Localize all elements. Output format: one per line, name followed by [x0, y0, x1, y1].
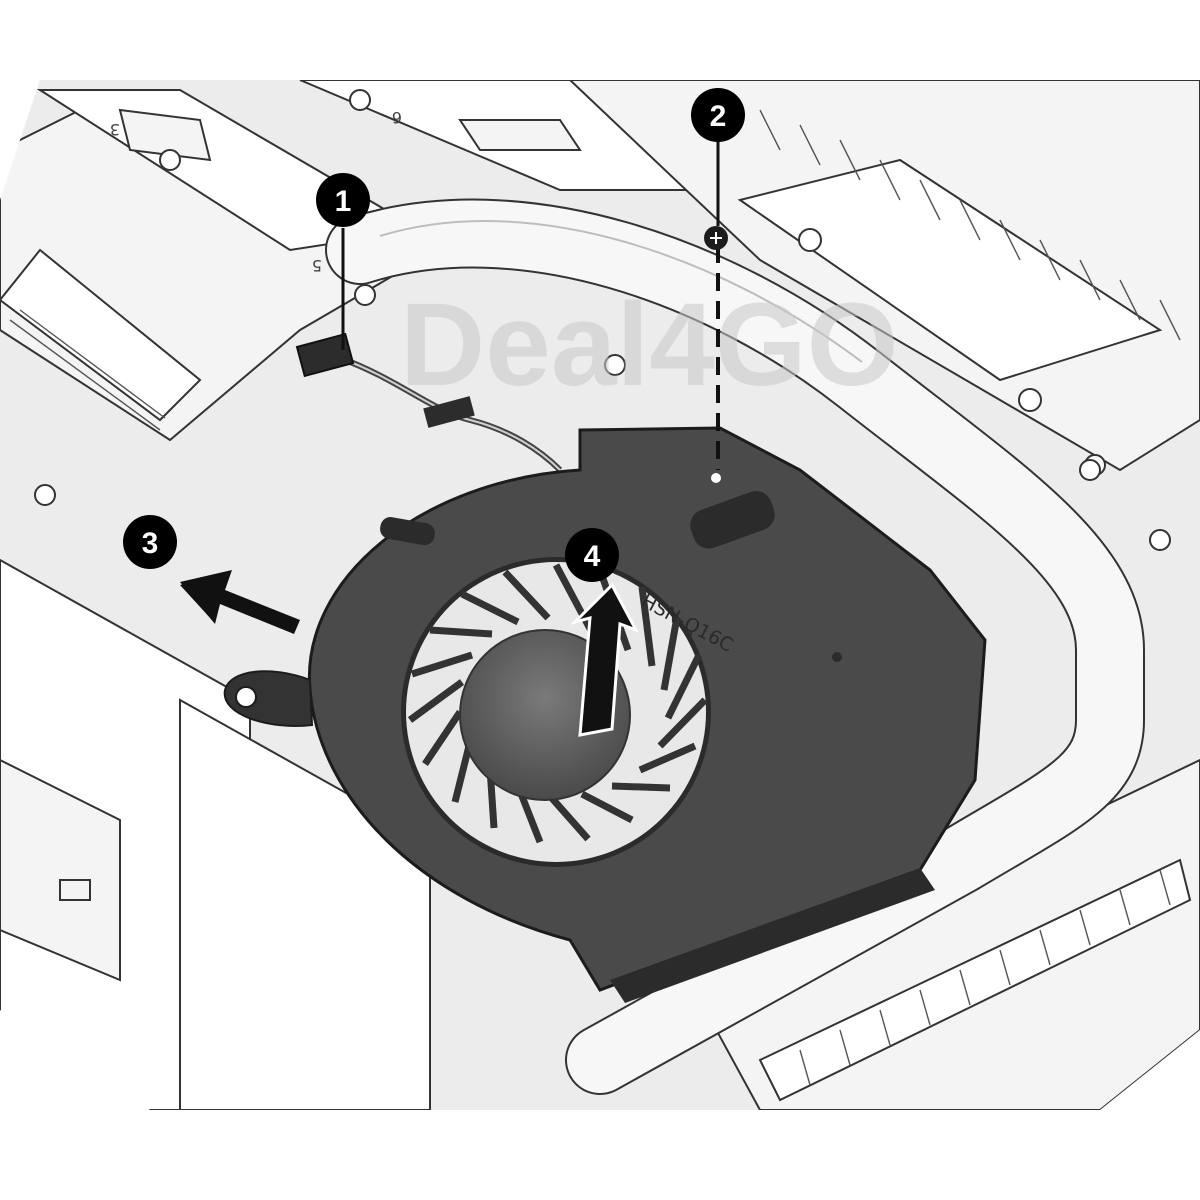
watermark: Deal4GO — [400, 279, 898, 411]
slot-label-5: 5 — [312, 256, 322, 275]
bottom-right-vent — [698, 758, 1200, 1110]
callout-1: 1 — [316, 173, 370, 227]
lift-arrow-icon — [569, 582, 640, 737]
slot-label-6: 6 — [392, 108, 402, 127]
slide-arrow-icon — [180, 570, 300, 634]
fan-connector — [295, 332, 355, 378]
callout-3: 3 — [123, 515, 177, 569]
left-lower-board — [0, 558, 431, 1110]
callout-number: 2 — [710, 100, 727, 133]
callout-number: 3 — [142, 527, 159, 560]
vent-fins-bottom — [799, 869, 1171, 1086]
vent-fins-top — [759, 109, 1181, 341]
fan: HSN-Q16C — [223, 426, 987, 1003]
screw-removal-indicator — [704, 140, 728, 470]
screws — [34, 89, 1171, 551]
callout-number: 1 — [335, 185, 352, 218]
callout-4: 4 — [565, 528, 619, 582]
callout-2: 2 — [691, 88, 745, 142]
slot-label-3: 3 — [110, 120, 120, 139]
fan-cable — [295, 332, 563, 473]
heat-pipe — [325, 198, 1145, 1095]
callout-number: 4 — [584, 540, 601, 573]
